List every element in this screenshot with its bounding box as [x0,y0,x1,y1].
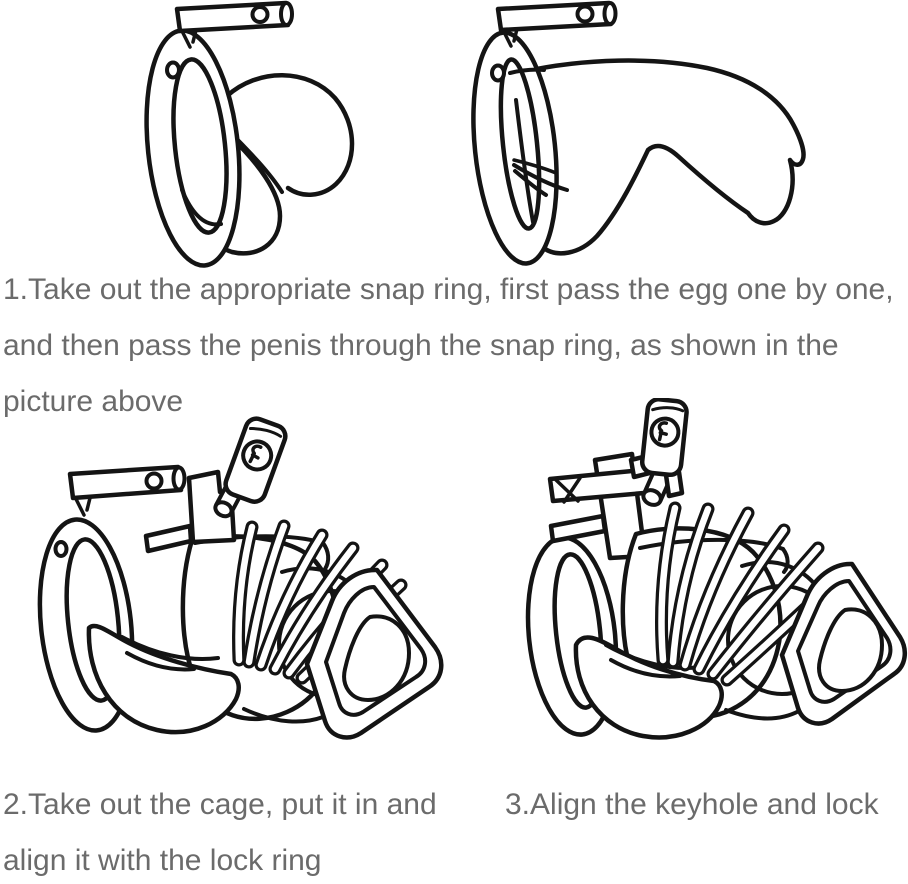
figure-cage-lock-aligned-drawing [525,398,908,740]
step1-text: 1.Take out the appropriate snap ring, fi… [3,262,894,430]
base-bar [174,0,294,49]
step3-line1: 3.Align the keyhole and lock [505,788,879,821]
step1-line2: and then pass the penis through the snap… [3,329,839,362]
bar-hole [250,5,270,24]
snap-ring [144,28,242,268]
ring-pin-hole [165,60,181,80]
cage-ribs [655,501,853,687]
lock-post [186,469,237,545]
step2-line1: 2.Take out the cage, put it in and [3,788,437,821]
cage-bottom-rail [724,708,801,721]
skin-folds [512,158,569,197]
step3-text: 3.Align the keyhole and lock [505,777,879,833]
bar-hole [144,471,164,491]
base-bar [67,464,187,517]
padlock [223,416,288,504]
bar-hole [575,4,595,24]
ring-pin-hole [53,540,69,558]
figure-cage-lock-open [30,410,450,775]
left-tab [548,513,608,544]
key-icon [657,421,669,442]
step2-text: 2.Take out the cage, put it in and align… [3,777,437,884]
figure-cage-lock-aligned [520,398,908,770]
cage-tip [304,567,444,740]
figure-snap-ring-penis [470,0,830,270]
left-tab [143,523,194,554]
figure-cage-lock-open-drawing [37,416,444,740]
cage-tip [779,561,908,726]
scrotum [573,635,724,740]
cage-bottom-rail [242,707,325,724]
figure-snap-ring-egg-drawing [144,0,355,268]
scrotum [86,623,241,735]
base-bar [495,0,618,48]
padlock [639,398,689,478]
body-outline [509,58,806,256]
key-icon [248,444,263,464]
figure-snap-ring-penis-drawing [471,0,806,266]
figure-snap-ring-egg [130,0,390,270]
step1-line3: picture above [3,385,184,418]
step1-line1: 1.Take out the appropriate snap ring, fi… [3,273,894,306]
ring-pin-hole [490,63,506,83]
step2-line2: align it with the lock ring [3,844,322,877]
